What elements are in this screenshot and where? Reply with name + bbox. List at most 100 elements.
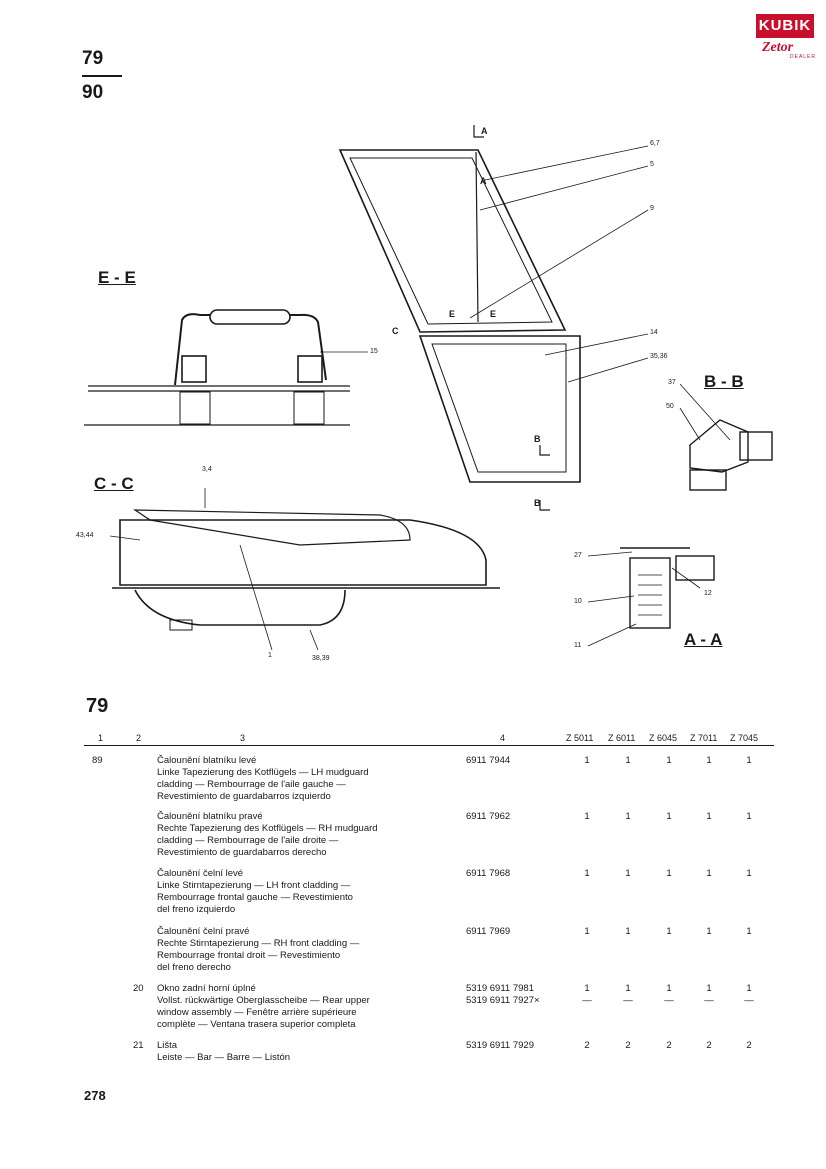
kubik-logo: KUBIK <box>756 14 814 38</box>
part-number: 5319 6911 7929 <box>466 1040 534 1051</box>
column-header: Z 6011 <box>608 733 636 743</box>
callout: 27 <box>574 552 582 559</box>
qty-z6045: 1 <box>666 868 672 879</box>
callout: 5 <box>650 161 654 168</box>
column-header: Z 7045 <box>730 733 759 743</box>
qty-z6011: 1 <box>625 926 631 937</box>
technical-drawing <box>84 125 773 651</box>
column-header: Z 6045 <box>649 733 678 743</box>
description: Čalounění blatníku pravé Rechte Tapezier… <box>157 811 378 858</box>
column-header: 4 <box>500 733 506 743</box>
qty-z7011: 1 <box>706 811 712 822</box>
qty-z7045: 1 <box>746 868 752 879</box>
qty-z7011: 1— <box>704 983 714 1006</box>
column-header: Z 5011 <box>566 733 594 743</box>
cut-mark-b: B <box>534 434 541 444</box>
section-title: 79 <box>86 695 109 717</box>
callout: 37 <box>668 379 676 386</box>
column-header: Z 7011 <box>690 733 718 743</box>
qty-z7011: 1 <box>706 926 712 937</box>
callout: 38,39 <box>312 655 330 662</box>
callout: 15 <box>370 348 378 355</box>
qty-z6045: 1— <box>664 983 674 1006</box>
qty-z7045: 1— <box>744 983 754 1006</box>
qty-z7045: 1 <box>746 926 752 937</box>
part-number: 5319 6911 7981 5319 6911 7927× <box>466 983 540 1006</box>
cut-mark-e: E <box>449 309 456 319</box>
qty-z6045: 1 <box>666 926 672 937</box>
section-label-a-a: A - A <box>684 630 723 649</box>
qty-z5011: 1— <box>582 983 592 1006</box>
qty-z7011: 1 <box>706 755 712 766</box>
page-number: 278 <box>84 1088 106 1103</box>
figure-number-divider <box>82 75 122 77</box>
qty-z6045: 1 <box>666 755 672 766</box>
qty-z7045: 1 <box>746 755 752 766</box>
cc-housing <box>119 519 487 586</box>
qty-z6011: 2 <box>625 1040 631 1051</box>
cc-lever <box>132 509 411 546</box>
qty-z7011: 1 <box>706 868 712 879</box>
part-number: 6911 7962 <box>466 811 511 822</box>
column-header: 3 <box>240 733 246 743</box>
callout: 11 <box>574 642 582 649</box>
qty-z5011: 1 <box>584 811 590 822</box>
callout: 6,7 <box>650 140 660 147</box>
qty-z6045: 1 <box>666 811 672 822</box>
door-lower-frame <box>418 335 581 483</box>
qty-z6011: 1 <box>625 755 631 766</box>
callout: 10 <box>574 598 582 605</box>
qty-z5011: 1 <box>584 868 590 879</box>
handle-nut-right <box>297 355 323 383</box>
zetor-logo: Zetor <box>762 40 794 55</box>
qty-z6011: 1 <box>625 868 631 879</box>
qty-z7045: 1 <box>746 811 752 822</box>
column-header: 1 <box>98 733 104 743</box>
cut-mark-e: E <box>490 309 497 319</box>
callout: 35,36 <box>650 353 668 360</box>
qty-z5011: 1 <box>584 755 590 766</box>
cut-mark-a: A <box>481 126 488 136</box>
qty-z7045: 2 <box>746 1040 752 1051</box>
ref-number: 89 <box>92 755 103 766</box>
position-number: 21 <box>133 1040 144 1051</box>
aa-bolt-housing <box>629 557 671 629</box>
callout: 14 <box>650 329 658 336</box>
description: Čalounění blatníku levé Linke Tapezierun… <box>157 755 369 802</box>
callout: 43,44 <box>76 532 94 539</box>
description: Čalounění čelní levé Linke Stirntapezier… <box>157 868 353 915</box>
door-lower-panel <box>431 343 567 473</box>
figure-number-top: 79 <box>82 48 104 69</box>
glass-divider <box>475 151 479 323</box>
header-rule <box>84 745 774 746</box>
description: Lišta Leiste — Bar — Barre — Listón <box>157 1040 291 1063</box>
cut-mark-a: A <box>480 176 487 186</box>
section-label-b-b: B - B <box>704 372 744 391</box>
callout: 12 <box>704 590 712 597</box>
callout: 9 <box>650 205 654 212</box>
column-header: 2 <box>136 733 142 743</box>
description: Čalounění čelní pravé Rechte Stirntapezi… <box>157 926 360 973</box>
part-number: 6911 7969 <box>466 926 511 937</box>
handle-grip <box>209 309 291 325</box>
part-number: 6911 7968 <box>466 868 511 879</box>
qty-z5011: 1 <box>584 926 590 937</box>
callout: 50 <box>666 403 674 410</box>
cut-mark-b: B <box>534 498 541 508</box>
door-upper-glass <box>349 157 553 325</box>
door-upper-frame <box>338 149 567 333</box>
figure-number-bottom: 90 <box>82 82 104 103</box>
description: Okno zadní horní úplné Vollst. rückwärti… <box>157 983 370 1030</box>
position-number: 20 <box>133 983 144 994</box>
handle-nut-left <box>181 355 207 383</box>
dealer-mark: DEALER <box>790 54 817 60</box>
part-number: 6911 7944 <box>466 755 511 766</box>
qty-z5011: 2 <box>584 1040 590 1051</box>
qty-z6011: 1 <box>625 811 631 822</box>
qty-z6045: 2 <box>666 1040 672 1051</box>
cc-base <box>134 589 346 626</box>
callout: 3,4 <box>202 466 212 473</box>
cut-mark-c: C <box>392 326 399 336</box>
qty-z7011: 2 <box>706 1040 712 1051</box>
bb-seal <box>689 419 749 473</box>
